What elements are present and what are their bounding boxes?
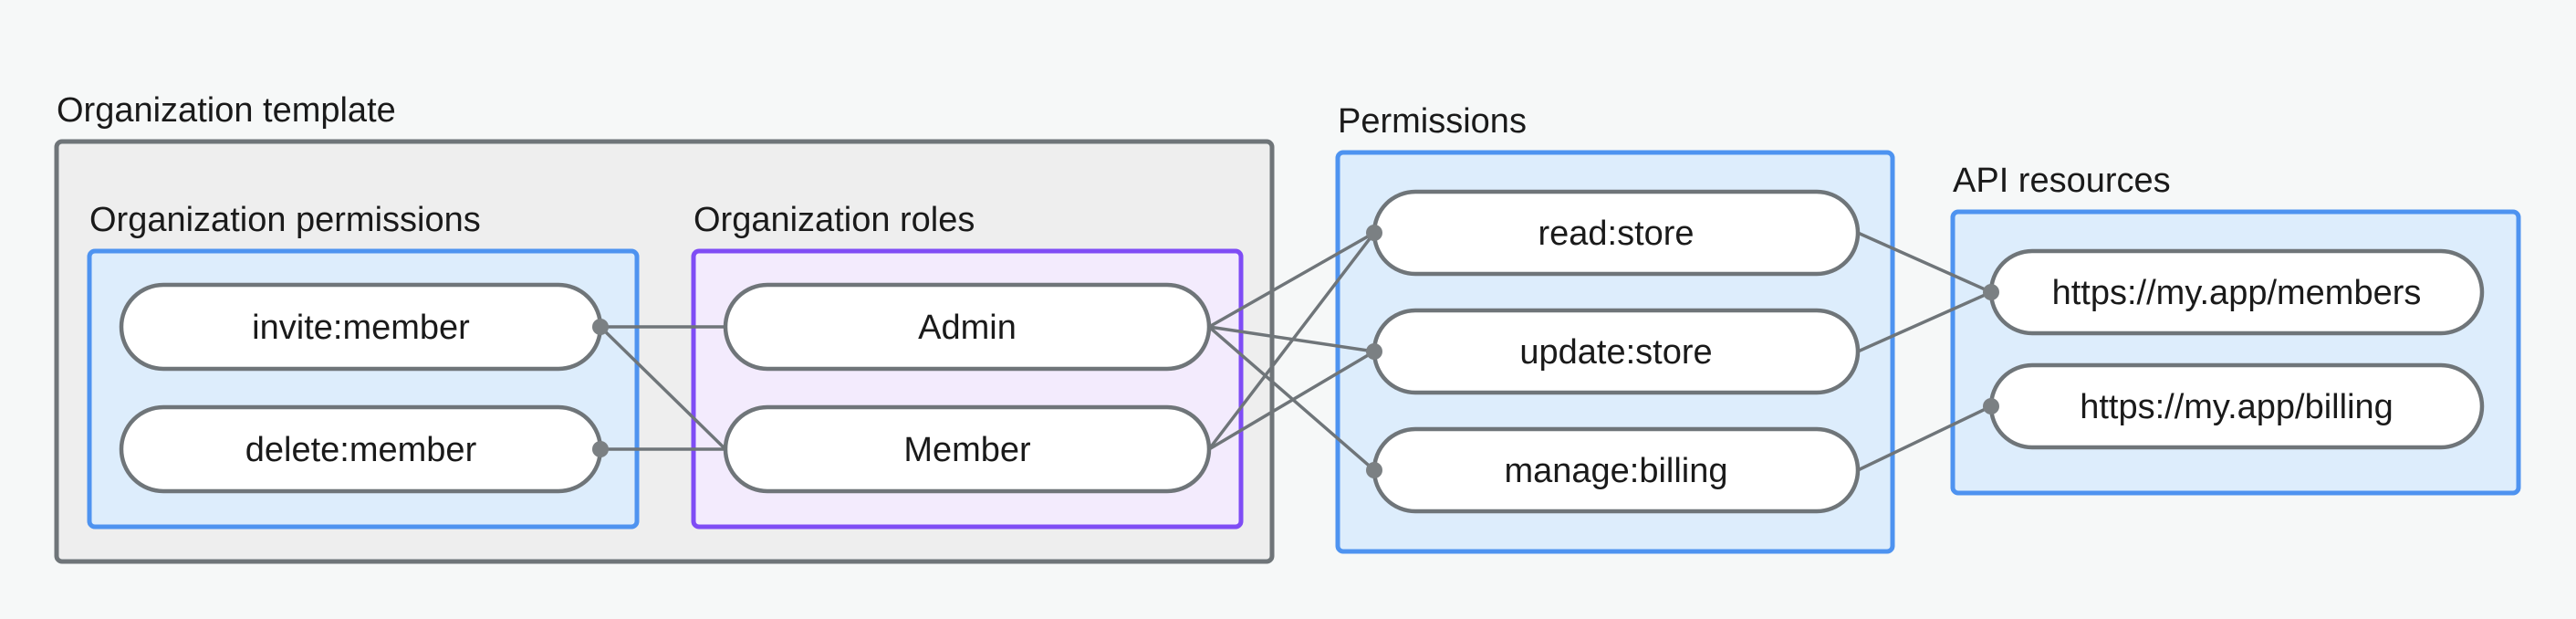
edge-member-to-read-store [1207,231,1376,451]
edge-admin-to-read-store [1208,231,1375,329]
edge-read-store-to-members-url [1857,231,1992,294]
edge-dots-layer [592,225,1999,478]
edge-manage-billing-to-billing-url [1857,404,1992,472]
node-label-member: Member [903,431,1031,469]
edge-dot-delete-member [592,441,609,457]
edge-member-to-update-store [1208,350,1375,451]
edge-dot-members-url [1983,284,1999,300]
node-label-admin: Admin [918,309,1017,347]
group-title-organization-permissions: Organization permissions [89,201,481,239]
group-title-organization-roles: Organization roles [694,201,975,239]
node-admin[interactable] [723,282,1212,372]
node-label-billing-url: https://my.app/billing [2080,388,2393,426]
group-title-api-resources: API resources [1953,162,2171,200]
group-title-organization-template: Organization template [57,91,396,130]
edges-layer [599,231,1992,472]
group-title-permissions: Permissions [1338,102,1527,141]
edge-dot-invite-member [592,319,609,335]
node-label-members-url: https://my.app/members [2052,274,2422,312]
node-member[interactable] [723,404,1212,494]
edge-dot-read-store [1366,225,1382,241]
node-label-update-store: update:store [1519,333,1712,372]
node-label-manage-billing: manage:billing [1504,452,1727,490]
node-label-invite-member: invite:member [252,309,470,347]
edge-dot-billing-url [1983,398,1999,414]
edge-update-store-to-members-url [1857,290,1992,353]
edge-dot-update-store [1366,343,1382,360]
edge-invite-member-to-member [599,325,727,451]
node-label-read-store: read:store [1538,215,1694,253]
node-label-delete-member: delete:member [245,431,477,469]
edge-dot-manage-billing [1366,462,1382,478]
